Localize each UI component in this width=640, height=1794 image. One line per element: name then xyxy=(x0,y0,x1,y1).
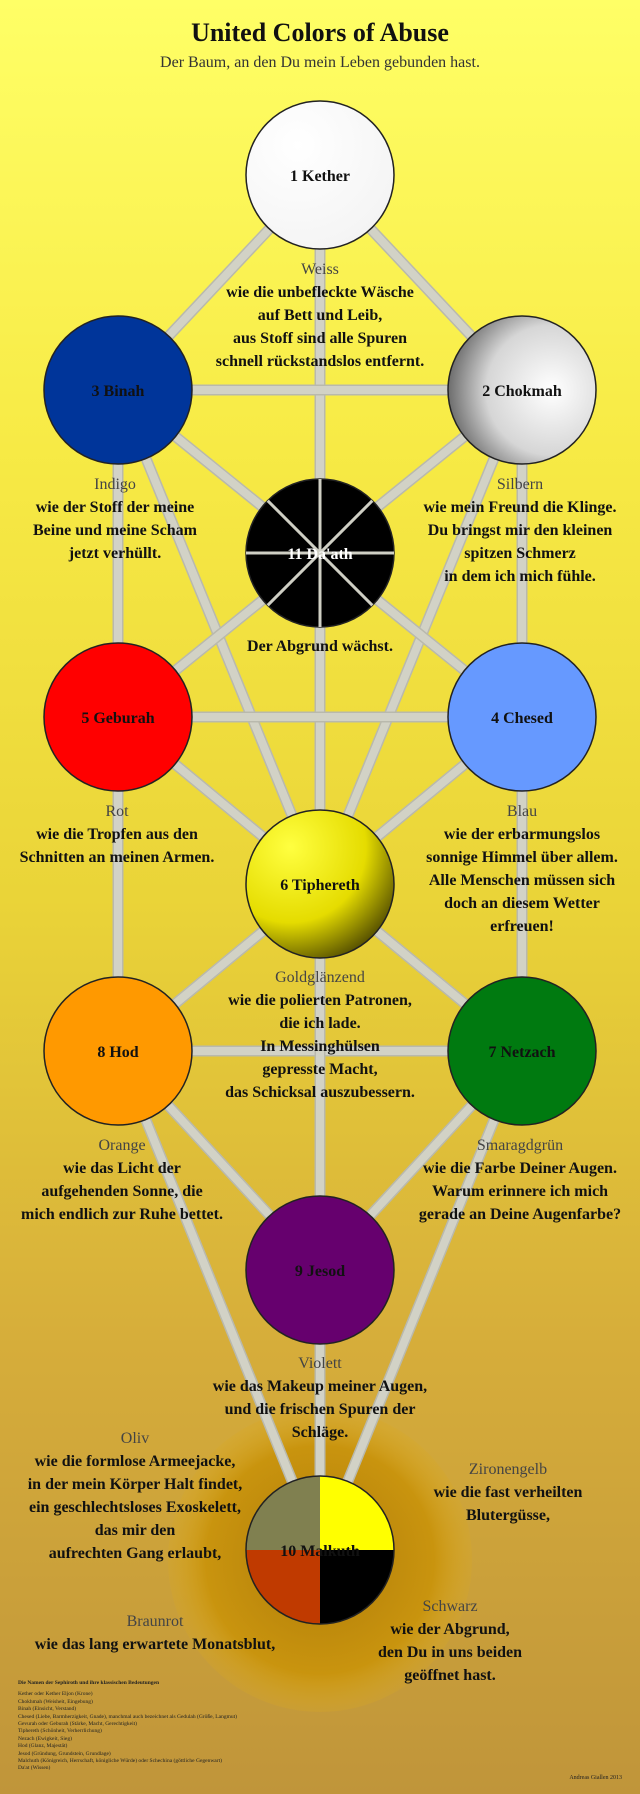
label-blau: Blau wie der erbarmungslos sonnige Himme… xyxy=(408,800,636,938)
label-weiss: Weiss wie die unbefleckte Wäsche auf Bet… xyxy=(190,258,450,373)
tiphereth-circle xyxy=(245,809,395,959)
verse-text: wie mein Freund die Klinge. Du bringst m… xyxy=(423,499,617,585)
netzach-circle xyxy=(447,976,597,1126)
color-name: Braunrot xyxy=(126,1613,184,1630)
legend-line: Chokhmah (Weisheit, Eingebung) xyxy=(18,1698,93,1705)
chesed-label: 4 Chesed xyxy=(491,710,553,727)
verse-text: wie der Abgrund, den Du in uns beiden ge… xyxy=(377,1621,523,1684)
sephiroth-legend: Die Namen der Sephiroth und ihre klassis… xyxy=(18,1680,458,1773)
kether-label: 1 Kether xyxy=(290,168,350,185)
legend-line: Jesod (Gründung, Grundstein, Grundlage) xyxy=(18,1750,111,1757)
color-name: Rot xyxy=(105,803,129,820)
legend-line: Gevurah oder Geburah (Stärke, Macht, Ger… xyxy=(18,1721,137,1728)
author-credit: Andreas Giallen 2013 xyxy=(569,1775,622,1781)
page-subtitle: Der Baum, an den Du mein Leben gebunden … xyxy=(160,54,480,71)
legend-line: Binah (Einsicht, Verstand) xyxy=(18,1706,77,1713)
daath-label: 11 Da'ath xyxy=(287,546,352,563)
color-name: Oliv xyxy=(120,1430,150,1447)
path-netzach-malkuth xyxy=(316,1049,526,1552)
verse-text: wie das lang erwartete Monatsblut, xyxy=(34,1636,276,1653)
label-orange: Orange wie das Licht der aufgehenden Son… xyxy=(4,1134,240,1226)
color-name: Violett xyxy=(298,1355,342,1372)
legend-line: Tiphereth (Schönheit, Verherrlichung) xyxy=(18,1728,102,1735)
label-oliv: Oliv wie die formlose Armeejacke, in der… xyxy=(10,1427,260,1565)
verse-text: wie der Stoff der meine Beine und meine … xyxy=(32,499,197,562)
legend-heading: Die Namen der Sephiroth und ihre klassis… xyxy=(18,1680,160,1686)
chokmah-circle xyxy=(447,315,597,465)
color-name: Goldglänzend xyxy=(275,969,365,986)
color-name: Blau xyxy=(506,803,538,820)
color-name: Weiss xyxy=(301,261,339,278)
malkuth-label: 10 Malkuth xyxy=(280,1543,360,1560)
legend-line: Malchuth (Königreich, Herrschaft, königl… xyxy=(18,1758,222,1765)
label-abgrund: Der Abgrund wächst. xyxy=(210,635,430,658)
chesed-circle xyxy=(447,642,597,792)
label-smaragdgruen: Smaragdgrün wie die Farbe Deiner Augen. … xyxy=(402,1134,638,1226)
binah-circle xyxy=(43,315,193,465)
color-name: Orange xyxy=(98,1137,146,1154)
netzach-label: 7 Netzach xyxy=(488,1044,555,1061)
binah-label: 3 Binah xyxy=(92,383,145,400)
verse-text: wie die formlose Armeejacke, in der mein… xyxy=(27,1453,243,1562)
legend-line: Nezach (Ewigkeit, Sieg) xyxy=(18,1735,72,1742)
tiphereth-label: 6 Tiphereth xyxy=(280,877,360,894)
hod-label: 8 Hod xyxy=(97,1044,138,1061)
malkuth-quarter-citrine xyxy=(320,1476,394,1550)
verse-text: wie die fast verheilten Blutergüsse, xyxy=(433,1484,583,1524)
kether-circle xyxy=(245,100,395,250)
legend-line: Chesed (Liebe, Barmherzigkeit, Gnade), m… xyxy=(18,1713,237,1720)
legend-line: Da'at (Wissen) xyxy=(18,1765,51,1772)
verse-text: wie das Licht der aufgehenden Sonne, die… xyxy=(21,1160,223,1223)
jesod-circle xyxy=(245,1195,395,1345)
path-hod-malkuth xyxy=(114,1049,324,1552)
color-name: Indigo xyxy=(94,476,136,493)
daath-cross xyxy=(246,479,394,627)
malkuth-quarter-olive xyxy=(246,1476,320,1550)
sephirot: 1 Kether 2 Chokmah 3 Binah 4 Chesed 5 Gebura… xyxy=(43,100,597,1625)
label-zironengelb: Zironengelb wie die fast verheilten Blut… xyxy=(398,1458,618,1527)
label-rot: Rot wie die Tropfen aus den Schnitten an… xyxy=(4,800,230,869)
geburah-label: 5 Geburah xyxy=(81,710,154,727)
color-name: Schwarz xyxy=(422,1598,478,1615)
verse-text: wie das Makeup meiner Augen, und die fri… xyxy=(212,1378,428,1441)
label-indigo: Indigo wie der Stoff der meine Beine und… xyxy=(10,473,220,565)
label-schwarz: Schwarz wie der Abgrund, den Du in uns b… xyxy=(350,1595,550,1687)
verse-text: Der Abgrund wächst. xyxy=(247,638,393,655)
jesod-label: 9 Jesod xyxy=(295,1263,345,1280)
color-name: Silbern xyxy=(496,476,544,493)
verse-text: wie die unbefleckte Wäsche auf Bett und … xyxy=(215,284,425,370)
malkuth-quarter-black xyxy=(320,1550,394,1624)
color-name: Zironengelb xyxy=(468,1461,548,1478)
label-violett: Violett wie das Makeup meiner Augen, und… xyxy=(185,1352,455,1444)
label-braunrot: Braunrot wie das lang erwartete Monatsbl… xyxy=(20,1610,290,1656)
page-title: United Colors of Abuse xyxy=(191,18,449,47)
verse-text: wie die Tropfen aus den Schnitten an mei… xyxy=(19,826,215,866)
chokmah-label: 2 Chokmah xyxy=(482,383,562,400)
label-goldglaenzend: Goldglänzend wie die polierten Patronen,… xyxy=(195,966,445,1104)
malkuth-quarter-russet xyxy=(246,1550,320,1624)
label-silbern: Silbern wie mein Freund die Klinge. Du b… xyxy=(402,473,638,588)
geburah-circle xyxy=(43,642,193,792)
hod-circle xyxy=(43,976,193,1126)
malkuth-circle xyxy=(245,1475,395,1625)
legend-line: Hod (Glanz, Majestät) xyxy=(18,1743,68,1750)
legend-line: Kether oder Kether Eljon (Krone) xyxy=(18,1691,93,1698)
color-name: Smaragdgrün xyxy=(476,1137,564,1154)
verse-text: wie die Farbe Deiner Augen. Warum erinne… xyxy=(418,1160,622,1223)
verse-text: wie die polierten Patronen, die ich lade… xyxy=(225,992,415,1101)
verse-text: wie der erbarmungslos sonnige Himmel übe… xyxy=(426,826,618,935)
